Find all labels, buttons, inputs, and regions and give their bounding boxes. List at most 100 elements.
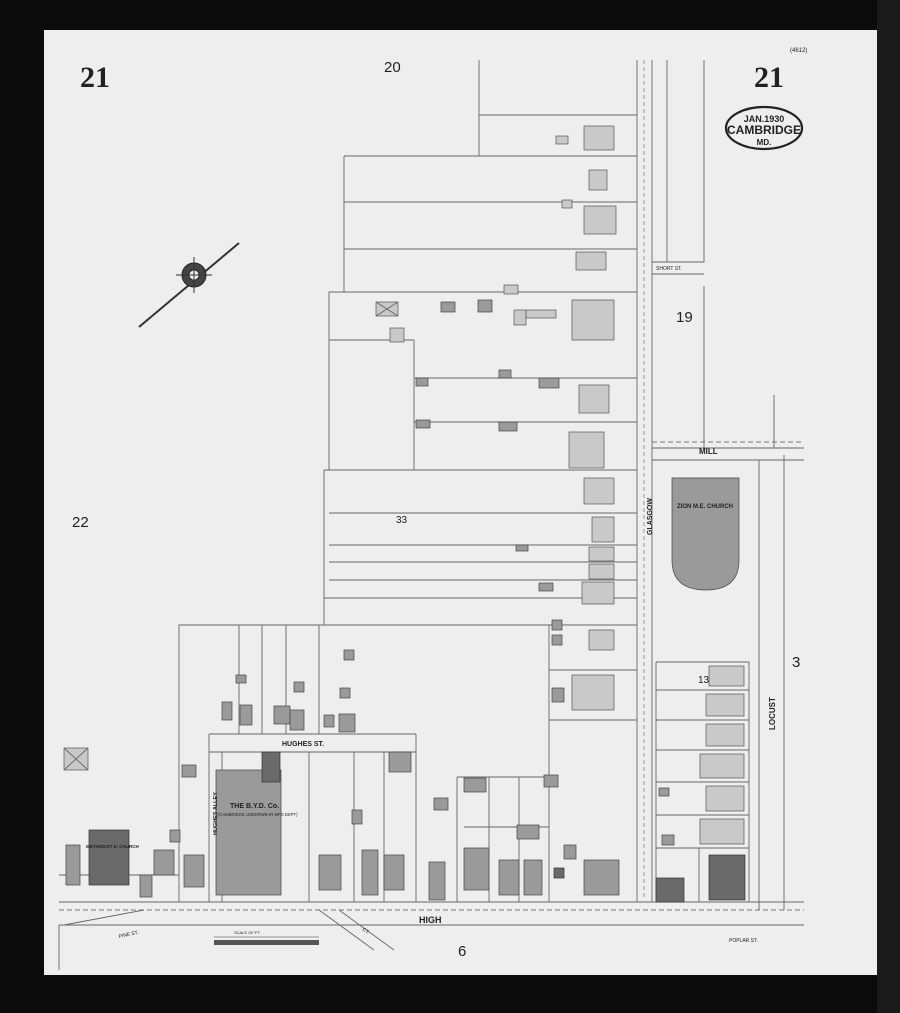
outbuilding (339, 687, 351, 699)
street-glasgow: GLASGOW (647, 498, 654, 535)
dwelling (699, 753, 745, 779)
fire-insurance-map: 21 21 (4612) JAN.1930 CAMBRIDGE MD. 20 2… (58, 48, 807, 970)
outbuilding (415, 419, 431, 429)
outbuilding (538, 582, 554, 592)
dwelling (583, 205, 617, 235)
adjacent-sheet-left: 22 (72, 514, 89, 531)
dwelling (463, 847, 490, 891)
dwelling (591, 516, 615, 543)
dwelling (575, 251, 607, 271)
adjacent-sheet-top: 20 (384, 59, 401, 76)
outbuilding (538, 377, 560, 389)
dwelling (705, 785, 745, 812)
byd-factory (215, 769, 282, 896)
outbuilding (351, 809, 363, 825)
outbuilding (338, 713, 356, 733)
dwelling (523, 859, 543, 896)
court-edge (338, 909, 395, 951)
outbuilding (273, 705, 291, 725)
dwelling (588, 546, 615, 562)
dwelling (705, 693, 745, 717)
outbuilding (503, 284, 519, 295)
dwelling (571, 299, 615, 341)
outbuilding (551, 619, 563, 631)
adjacent-sheet-bottom: 6 (458, 943, 466, 960)
outbuilding (289, 709, 305, 731)
outbuilding (440, 301, 456, 313)
scale-bar (214, 936, 319, 945)
dwelling (588, 629, 615, 651)
street-high: HIGH (419, 915, 442, 925)
outbuilding (513, 309, 527, 326)
outbuilding (515, 544, 529, 552)
page-number-left: 21 (80, 61, 110, 94)
outbuilding (561, 199, 573, 209)
outbuilding (343, 649, 355, 661)
block-number-33: 33 (396, 515, 408, 526)
dwelling (571, 674, 615, 711)
sheet-19-boundary (666, 60, 705, 263)
dwelling (568, 431, 605, 469)
bank-building (708, 854, 746, 901)
dwelling (361, 849, 379, 896)
x-mark (63, 747, 89, 771)
outbuilding (239, 704, 253, 726)
scale-label: SCALE OF FT. (234, 930, 260, 935)
outbuilding (551, 687, 565, 703)
street-mill: MILL (699, 447, 718, 456)
label-methodist-church: METHODIST E. CHURCH (86, 844, 139, 849)
dwelling (183, 854, 205, 888)
outbuilding (553, 867, 565, 879)
outbuilding (525, 309, 557, 319)
dwelling (578, 384, 610, 414)
block-number-13: 13 (698, 675, 710, 686)
adjacent-sheet-right: 3 (792, 654, 800, 671)
dwelling (581, 581, 615, 605)
dwelling (428, 861, 446, 901)
compass-rose (138, 242, 240, 328)
dwelling (153, 849, 175, 876)
outbuilding (433, 797, 449, 811)
outbuilding (293, 681, 305, 693)
dwelling (498, 859, 520, 896)
sheet-19-lower (703, 286, 775, 449)
outbuilding (65, 844, 81, 886)
dwelling (583, 477, 615, 505)
film-edge (877, 0, 900, 1013)
outbuilding (463, 777, 487, 793)
dwelling (388, 751, 412, 773)
label-byd-subtitle: (CAMBRIDGE UNDERWEAR MFG DEPT) (218, 812, 298, 817)
dwelling (383, 854, 405, 891)
outbuilding (477, 299, 493, 313)
page-number-right: 21 (754, 61, 784, 94)
outbuilding (658, 787, 670, 797)
dwelling (588, 563, 615, 580)
stamp-date: JAN.1930 (744, 114, 785, 124)
label-byd-company: THE B.Y.D. Co. (230, 803, 279, 810)
outbuilding (389, 327, 405, 343)
outbuilding (181, 764, 197, 778)
outbuilding (516, 824, 540, 840)
stamp-state: MD. (757, 138, 772, 147)
dwelling (583, 125, 615, 151)
dwelling (583, 859, 620, 896)
dwelling (318, 854, 342, 891)
outbuilding (235, 674, 247, 684)
street-pine: PINE ST. (118, 930, 139, 940)
outbuilding (555, 135, 569, 145)
outbuilding (139, 874, 153, 898)
outbuilding (661, 834, 675, 846)
outbuilding (498, 369, 512, 379)
dwelling (708, 665, 745, 687)
outbuilding (498, 421, 518, 432)
street-locust: LOCUST (768, 697, 777, 730)
zion-church-building (671, 477, 740, 591)
dwelling (588, 169, 608, 191)
outbuilding (415, 377, 429, 387)
outbuilding (323, 714, 335, 728)
outbuilding (221, 701, 233, 721)
outbuilding (551, 634, 563, 646)
pine-street-edge (63, 909, 145, 926)
dwelling (705, 723, 745, 747)
outbuilding (169, 829, 181, 843)
